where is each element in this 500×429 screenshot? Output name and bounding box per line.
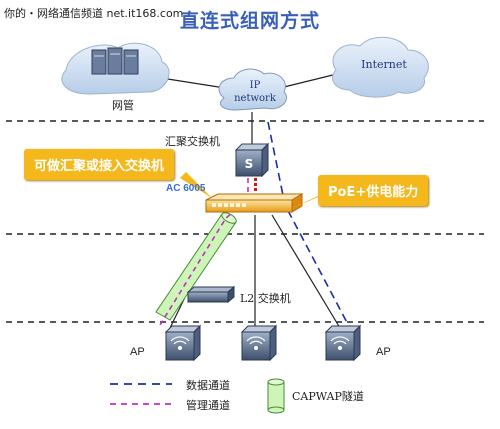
ap-right-icon (324, 324, 362, 362)
ap-middle-icon (240, 324, 278, 362)
ip-network-label-line2: network (234, 93, 276, 104)
internet-label: Internet (361, 58, 407, 71)
link-ac-ap-right (271, 214, 341, 329)
aggregation-switch-label: 汇聚交换机 (165, 135, 220, 148)
ap-right-label: AP (376, 346, 391, 358)
callout-aggregation-or-access: 可做汇聚或接入交换机 (24, 149, 175, 180)
legend-graphics (110, 378, 285, 414)
ip-network-label-line1: IP (249, 80, 261, 91)
legend-capwap-swatch (267, 378, 285, 414)
l2-switch-icon (186, 285, 236, 304)
management-cloud (61, 42, 170, 95)
legend-capwap-label: CAPWAP隧道 (292, 390, 364, 403)
stack-link-dots (254, 178, 257, 191)
callout-poe-power: PoE+供电能力 (318, 175, 429, 206)
capwap-tunnel-end (221, 212, 237, 224)
callout-left-pointer (180, 172, 212, 198)
l2-switch-label: L2 交换机 (240, 292, 291, 305)
layer-separators (6, 120, 484, 323)
capwap-tunnel-body (155, 213, 237, 321)
server-rack-icon (91, 47, 139, 75)
ip-network-cloud (218, 68, 288, 111)
watermark-text: 你的・网络通信频道 net.it168.com (4, 7, 184, 20)
ac6005-device (205, 193, 304, 213)
ac6005-label: AC 6005 (166, 183, 206, 194)
internet-cloud (332, 36, 429, 98)
aggregation-switch-icon: S (234, 142, 270, 178)
management-label: 网管 (112, 99, 134, 112)
ap-left-label: AP (130, 346, 145, 358)
ap-left-icon (164, 324, 202, 362)
svg-text:S: S (245, 157, 254, 171)
legend-mgmt-channel-label: 管理通道 (186, 399, 230, 412)
legend-data-channel-label: 数据通道 (186, 379, 230, 392)
diagram-title: 直连式组网方式 (179, 10, 320, 32)
capwap-tunnel (155, 212, 237, 321)
